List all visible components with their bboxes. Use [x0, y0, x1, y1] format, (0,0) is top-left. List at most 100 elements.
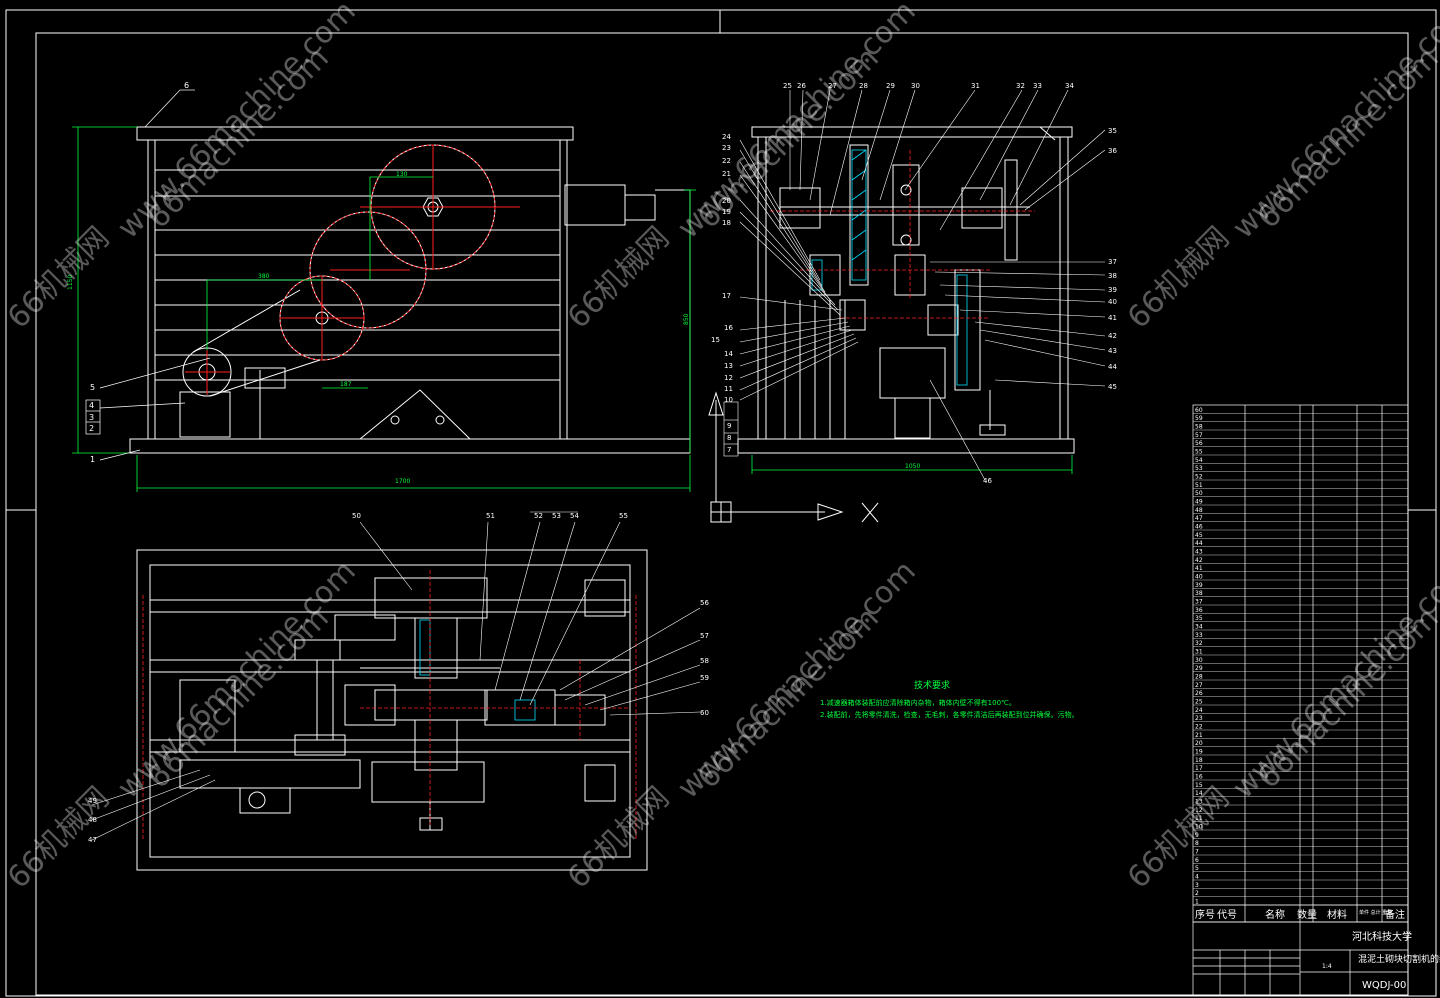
bom-header-remark: 备注 — [1385, 908, 1405, 921]
bom-row-seq: 27 — [1195, 682, 1203, 689]
bom-row-seq: 25 — [1195, 699, 1203, 706]
ucs-icon — [708, 391, 879, 523]
front-dim-texts: 1700 1150 850 130 380 187 — [67, 171, 690, 485]
bom-header-material: 材料 — [1327, 908, 1347, 921]
balloon-10: 10 — [724, 396, 733, 404]
bom-row-seq: 6 — [1195, 857, 1199, 864]
balloon-59: 59 — [700, 674, 709, 682]
bom-header-qty: 数量 — [1297, 908, 1317, 921]
bom-row-seq: 44 — [1195, 540, 1203, 547]
balloon-4: 4 — [89, 401, 94, 410]
bom-row-seq: 16 — [1195, 774, 1203, 781]
watermark-site: 66machine.com — [691, 41, 886, 236]
balloon-39: 39 — [1108, 286, 1117, 294]
watermark-site: 66machine.com — [141, 601, 336, 796]
bom-row-seq: 45 — [1195, 532, 1203, 539]
dim-front-width: 1700 — [395, 478, 410, 485]
bom-row-seq: 20 — [1195, 740, 1203, 747]
side-leaders — [723, 89, 1106, 481]
balloon-35: 35 — [1108, 127, 1117, 135]
dim-front-d1: 130 — [396, 171, 408, 178]
bom-row-seq: 24 — [1195, 707, 1203, 714]
dim-front-d3: 187 — [340, 381, 352, 388]
balloon-2: 2 — [89, 424, 94, 433]
bom-row-seq: 54 — [1195, 457, 1203, 464]
dim-front-height-left: 1150 — [67, 275, 74, 290]
bom-row-seq: 9 — [1195, 832, 1199, 839]
balloon-12: 12 — [724, 374, 733, 382]
bom-row-seq: 59 — [1195, 415, 1203, 422]
side-balloons-right: 35 36 37 38 39 40 41 42 43 44 45 46 — [983, 127, 1117, 485]
balloon-30: 30 — [911, 82, 920, 90]
balloon-9: 9 — [727, 422, 731, 430]
tech-requirement-line: 2.装配前，先将零件清洗，检查，无毛刺，各零件清洁后再装配到位并确保。污物。 — [820, 711, 1079, 719]
balloon-5: 5 — [90, 383, 95, 392]
balloon-46: 46 — [983, 477, 992, 485]
watermark-site: 66machine.com — [141, 41, 336, 236]
balloon-34: 34 — [1065, 82, 1074, 90]
bom-row-seq: 41 — [1195, 565, 1203, 572]
bom-row-seq: 8 — [1195, 840, 1199, 847]
title-drawing-name: 混泥土砌块切割机的装配图 — [1358, 953, 1440, 965]
balloon-7: 7 — [727, 446, 731, 454]
balloon-16: 16 — [724, 324, 733, 332]
balloon-37: 37 — [1108, 258, 1117, 266]
front-frame-rails — [155, 169, 560, 381]
bom-row-seq: 4 — [1195, 874, 1199, 881]
side-balloons-top: 25 26 27 28 29 30 31 32 33 34 — [783, 82, 1074, 90]
bom-row-seq: 50 — [1195, 490, 1203, 497]
balloon-18: 18 — [722, 219, 731, 227]
balloon-14: 14 — [724, 350, 733, 358]
balloon-50: 50 — [352, 512, 361, 520]
front-leaders — [85, 89, 211, 461]
bom-rows: 6059585756555453525150494847464544434241… — [1193, 407, 1408, 906]
plan-leaders — [91, 511, 701, 841]
balloon-48: 48 — [88, 816, 97, 824]
balloon-31: 31 — [971, 82, 980, 90]
bom-row-seq: 35 — [1195, 615, 1203, 622]
bom-header-weight: 单件 总计 重量 — [1359, 909, 1392, 916]
bom-row-seq: 42 — [1195, 557, 1203, 564]
balloon-44: 44 — [1108, 363, 1117, 371]
balloon-19: 19 — [722, 208, 731, 216]
front-red-lines — [185, 144, 520, 395]
balloon-55: 55 — [619, 512, 628, 520]
bom-row-seq: 21 — [1195, 732, 1203, 739]
bom-row-seq: 15 — [1195, 782, 1203, 789]
balloon-6: 6 — [184, 81, 189, 90]
balloon-40: 40 — [1108, 298, 1117, 306]
side-vertical-slats — [784, 300, 846, 439]
bom-row-seq: 43 — [1195, 549, 1203, 556]
balloon-51: 51 — [486, 512, 495, 520]
watermark-brand: 66机械网 — [1, 220, 116, 335]
watermark-site: 66machine.com — [1251, 41, 1440, 236]
bom-row-seq: 26 — [1195, 690, 1203, 697]
side-view — [737, 126, 1075, 454]
side-dimension — [751, 455, 1073, 474]
side-balloons-left: 24 23 22 21 20 19 18 17 16 15 14 13 12 1… — [711, 133, 733, 454]
bom-row-seq: 29 — [1195, 665, 1203, 672]
balloon-11: 11 — [724, 385, 733, 393]
balloon-58: 58 — [700, 657, 709, 665]
side-hatch — [811, 149, 968, 386]
balloon-56: 56 — [700, 599, 709, 607]
plan-hatch — [419, 619, 536, 721]
bom-row-seq: 7 — [1195, 849, 1199, 856]
front-balloons: 6 5 4 3 2 1 — [89, 81, 189, 464]
title-drawing-no: WQDJ-00 — [1362, 980, 1406, 991]
bom-row-seq: 57 — [1195, 432, 1203, 439]
watermark-brand: 66机械网 — [1121, 780, 1236, 895]
tech-requirements-title: 技术要求 — [914, 681, 951, 691]
bom-row-seq: 36 — [1195, 607, 1203, 614]
bom-row-seq: 28 — [1195, 674, 1203, 681]
bom-row-seq: 12 — [1195, 807, 1203, 814]
bom-row-seq: 49 — [1195, 499, 1203, 506]
balloon-15: 15 — [711, 336, 720, 344]
bom-row-seq: 31 — [1195, 649, 1203, 656]
balloon-8: 8 — [727, 434, 731, 442]
balloon-45: 45 — [1108, 383, 1117, 391]
watermark-brand: 66机械网 — [1, 780, 116, 895]
balloon-42: 42 — [1108, 332, 1117, 340]
bom-row-seq: 1 — [1195, 899, 1199, 906]
bom-row-seq: 47 — [1195, 515, 1203, 522]
